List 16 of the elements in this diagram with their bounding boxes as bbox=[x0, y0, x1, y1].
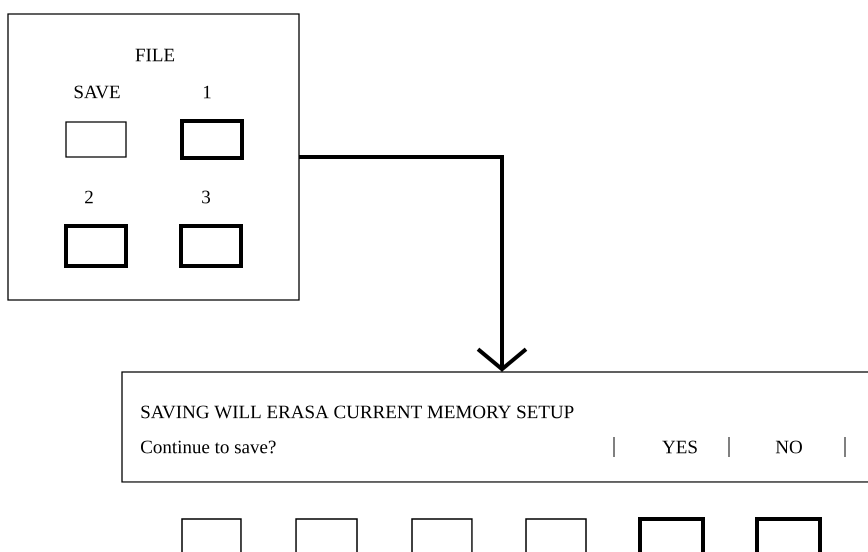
node-label: 3 bbox=[202, 190, 210, 204]
display-screen: SAVING WILL ERASA CURRENT MEMORY SETUP Continue to save? YES NO bbox=[121, 371, 868, 483]
soft-key bbox=[525, 518, 587, 552]
soft-key bbox=[295, 518, 358, 552]
soft-key bbox=[181, 518, 242, 552]
node-label: 2 bbox=[85, 190, 93, 204]
key-button: 3 bbox=[179, 190, 243, 268]
key-button: SAVE bbox=[65, 86, 127, 158]
soft-key bbox=[755, 517, 822, 552]
key-button: 2 bbox=[64, 190, 128, 268]
soft-key bbox=[411, 518, 473, 552]
node-label: 1 bbox=[204, 86, 211, 98]
soft-key bbox=[638, 517, 705, 552]
node-label: SAVE bbox=[74, 86, 120, 98]
arrow bbox=[299, 155, 528, 372]
key-button: 1 bbox=[180, 86, 244, 160]
